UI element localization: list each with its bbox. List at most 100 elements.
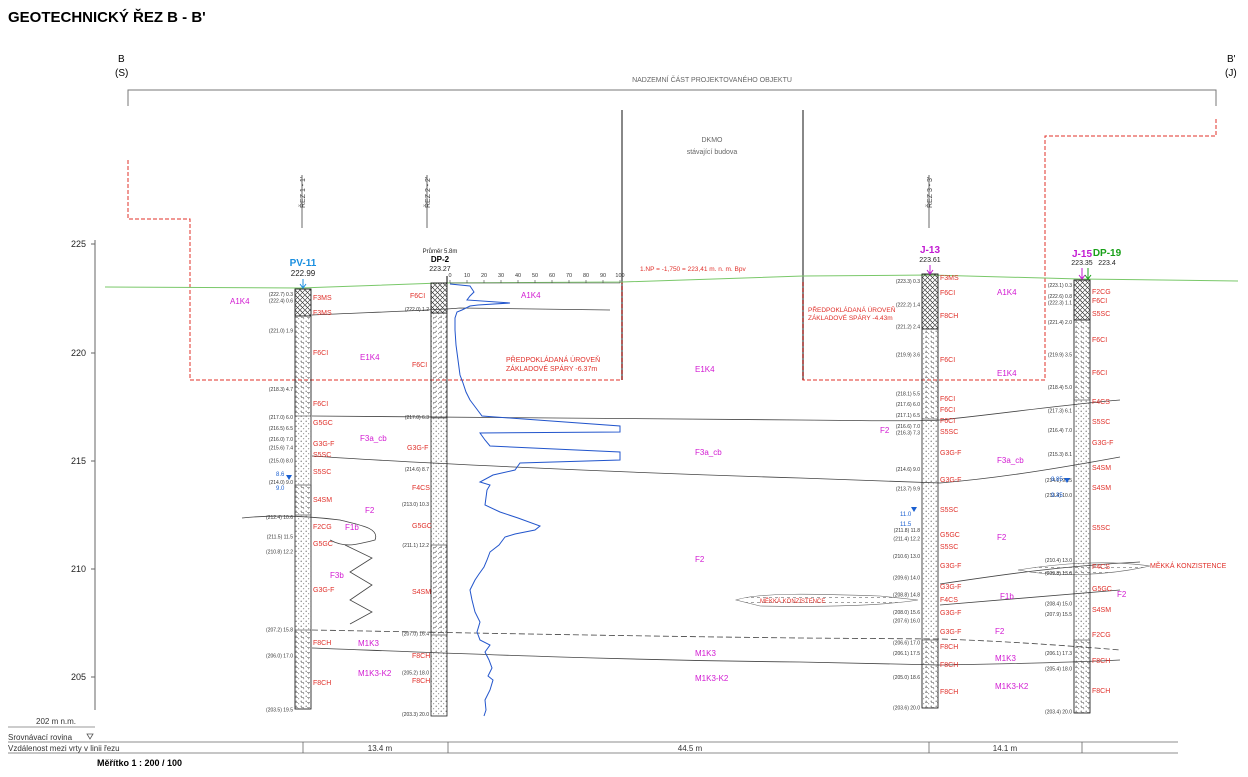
existing-building-name: DKMO: [702, 137, 724, 144]
layer-a1k4-2: A1K4: [521, 291, 541, 300]
water-level-value: 11.5: [900, 522, 912, 528]
soil-code: G3G-F: [940, 610, 961, 617]
soil-code: S4SM: [1092, 465, 1111, 472]
layer-m1k3k2-1: M1K3-K2: [358, 669, 392, 678]
depth-label-j13: (216.6) 7.0: [896, 424, 920, 430]
borehole-j13-elev: 223.61: [919, 257, 941, 264]
depth-label-j15: (210.4) 13.0: [1045, 558, 1072, 564]
layer-f3b: F3b: [330, 571, 344, 580]
borehole-j15-name: J-15: [1072, 249, 1092, 260]
depth-label-j13: (218.1) 5.5: [896, 391, 920, 397]
layer-labels: A1K4 A1K4 A1K4 E1K4 E1K4 E1K4 F3a_cb F3a…: [230, 288, 1127, 691]
soil-code: F6CI: [313, 401, 328, 408]
soil-code: F8CH: [940, 662, 958, 669]
layer-e1k4-1: E1K4: [360, 353, 380, 362]
scale-label: Měřítko 1 : 200 / 100: [97, 758, 182, 768]
depth-label-j15: (221.4) 2.0: [1048, 320, 1072, 326]
soil-code: F8CH: [313, 680, 331, 687]
soil-code: F8CH: [313, 640, 331, 647]
borehole-pv11: PV-11 222.99: [290, 258, 317, 710]
soil-code: F6CI: [940, 418, 955, 425]
depth-label-j13: (217.6) 6.0: [896, 402, 920, 408]
depth-label-dp2: (205.2) 18.0: [402, 671, 429, 677]
soil-code: S5SC: [940, 429, 958, 436]
endpoint-right-letter: B': [1227, 54, 1236, 65]
y-tick-220: 220: [71, 348, 86, 358]
soil-code: G3G-F: [313, 441, 334, 448]
depth-label-j15: (206.1) 17.3: [1045, 651, 1072, 657]
water-level-value: 8.6: [276, 472, 285, 478]
soil-code: S5SC: [940, 544, 958, 551]
distance-2: 44.5 m: [678, 744, 703, 753]
depth-label-j15: (205.4) 18.0: [1045, 666, 1072, 672]
borehole-dp19-elev: 223.4: [1098, 260, 1116, 267]
layer-f1b-2: F1b: [1000, 592, 1014, 601]
soil-code: G5GC: [1092, 586, 1112, 593]
depth-label-j13: (206.1) 17.5: [893, 651, 920, 657]
y-tick-210: 210: [71, 564, 86, 574]
terrain-line: [104, 274, 1239, 289]
depth-label-pv11: (206.0) 17.0: [266, 653, 293, 659]
depth-label-pv11: (218.3) 4.7: [269, 387, 293, 393]
depth-label-dp2: (213.0) 10.3: [402, 502, 429, 508]
depth-label-pv11: (222.4) 0.6: [269, 298, 293, 304]
soil-code: F8CH: [412, 653, 430, 660]
overground-label: NADZEMNÍ ČÁST PROJEKTOVANÉHO OBJEKTU: [632, 75, 792, 84]
depth-label-j13: (206.6) 17.0: [893, 640, 920, 646]
soil-code: S5SC: [313, 469, 331, 476]
dp-axis-tick-label: 80: [583, 273, 589, 279]
borehole-dp2-diameter: Průměr 5.8m: [423, 248, 458, 255]
distance-1: 13.4 m: [368, 744, 393, 753]
depth-label-j13: (217.1) 6.5: [896, 413, 920, 419]
water-level-value: 8.85: [1051, 477, 1063, 483]
depth-label-j15: (209.8) 13.6: [1045, 571, 1072, 577]
foundation-note-right-1: PŘEDPOKLÁDANÁ ÚROVEŇ: [808, 305, 896, 314]
depth-label-dp2: (217.0) 6.3: [405, 415, 429, 421]
water-levels: 8.6 9.0 11.0 11.5 8.85 9.35: [276, 472, 1070, 528]
borehole-dp19-name: DP-19: [1093, 248, 1122, 259]
depth-label-j13: (216.3) 7.3: [896, 430, 920, 436]
layer-f2-3: F2: [997, 533, 1007, 542]
datum-reference: Srovnávací rovina: [8, 733, 73, 742]
depth-label-j13: (211.4) 12.2: [893, 536, 920, 542]
soil-code: F3MS: [313, 310, 332, 317]
layer-m1k3k2-3: M1K3-K2: [995, 682, 1029, 691]
borehole-depth-labels: (222.7) 0.3(222.4) 0.6 (221.0) 1.9 (218.3)…: [266, 279, 1072, 718]
depth-label-j13: (203.6) 20.0: [893, 705, 920, 711]
soil-code: F6CI: [940, 396, 955, 403]
water-level-icon: [911, 507, 917, 512]
depth-label-j13: (205.0) 18.6: [893, 675, 920, 681]
soil-code: F3MS: [313, 295, 332, 302]
layer-f2-5: F2: [995, 627, 1005, 636]
depth-label-j13: (223.3) 0.3: [896, 279, 920, 285]
depth-label-pv11: (221.0) 1.9: [269, 329, 293, 335]
page-title: GEOTECHNICKÝ ŘEZ B - B': [8, 8, 206, 26]
dp-axis-tick-label: 40: [515, 273, 521, 279]
depth-label-j15: (215.3) 8.1: [1048, 452, 1072, 458]
depth-label-j13: (221.2) 2.4: [896, 324, 920, 330]
water-level-value: 9.0: [276, 486, 285, 492]
borehole-pv11-elev: 222.99: [291, 269, 316, 278]
depth-label-j15: (203.4) 20.0: [1045, 710, 1072, 716]
existing-building-desc: stávající budova: [687, 149, 738, 156]
layer-a1k4-1: A1K4: [230, 297, 250, 306]
soil-code: G3G-F: [940, 629, 961, 636]
soil-code: G3G-F: [940, 563, 961, 570]
layer-f2-2: F2: [695, 555, 705, 564]
y-axis-ticks: 225 220 215 210 205: [71, 239, 95, 682]
depth-label-pv11: (217.0) 6.0: [269, 415, 293, 421]
soil-code: S4SM: [412, 589, 431, 596]
layer-f3a-1: F3a_cb: [360, 434, 387, 443]
soil-code: G5GC: [940, 532, 960, 539]
depth-label-pv11: (222.7) 0.3: [269, 292, 293, 298]
borehole-dp2: Průměr 5.8m DP-2 223.27: [423, 248, 458, 717]
layer-e1k4-3: E1K4: [997, 369, 1017, 378]
borehole-dp2-name: DP-2: [431, 255, 450, 264]
soil-code: F8CH: [940, 313, 958, 320]
soil-code: F4CS: [1092, 564, 1110, 571]
soil-code: S4SM: [313, 497, 332, 504]
section-marker-3: ŘEZ 3 - 3': [925, 175, 934, 228]
dp-axis-tick-label: 30: [498, 273, 504, 279]
depth-label-j13: (222.2) 1.4: [896, 303, 920, 309]
